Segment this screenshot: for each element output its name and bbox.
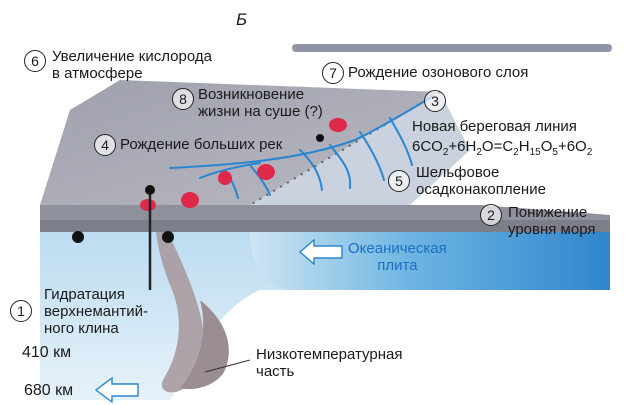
marker-6: 6	[24, 50, 46, 72]
label-big-rivers: Рождение больших рек	[120, 136, 282, 153]
photosynthesis-equation: 6CO2+6H2O=C2H15O5+6O2	[412, 138, 592, 161]
marker-3: 3	[424, 90, 446, 112]
label-ocean-plate: Океаническая плита	[348, 240, 447, 274]
marker-8: 8	[172, 88, 194, 110]
label-land-life: Возникновение жизни на суше (?)	[198, 86, 323, 120]
panel-letter: Б	[236, 10, 247, 30]
marker-7: 7	[322, 62, 344, 84]
sky-band	[292, 44, 612, 52]
label-ozone: Рождение озонового слоя	[348, 64, 528, 81]
label-sea-level-drop: Понижение уровня моря	[508, 204, 596, 238]
label-shelf-sedimentation: Шельфовое осадконакопление	[416, 164, 546, 198]
label-new-coastline: Новая береговая линия	[412, 118, 577, 135]
marker-5: 5	[388, 170, 410, 192]
label-oxygen: Увеличение кислорода в атмосфере	[52, 48, 212, 82]
depth-680: 680 км	[24, 382, 73, 400]
label-low-temp-part: Низкотемпературная часть	[256, 346, 402, 380]
depth-410: 410 км	[22, 344, 71, 362]
marker-4: 4	[94, 134, 116, 156]
label-mantle-hydration: Гидратация верхнемантий- ного клина	[44, 286, 148, 337]
marker-1: 1	[10, 300, 32, 322]
marker-2: 2	[480, 204, 502, 226]
